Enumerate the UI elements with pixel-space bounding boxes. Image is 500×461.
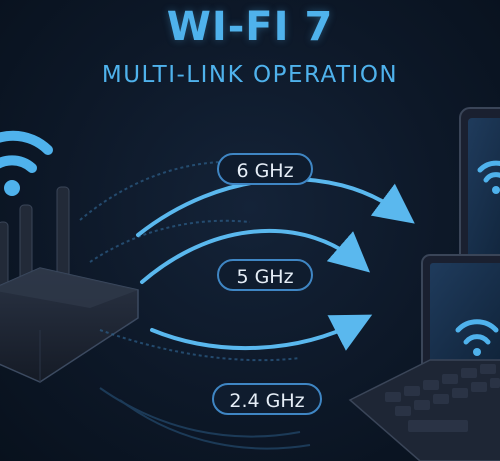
band-label-6ghz: 6 GHz (217, 153, 313, 185)
band-label-5ghz: 5 GHz (217, 259, 313, 291)
laptop-icon (348, 254, 500, 461)
page-title: WI-FI 7 (166, 4, 334, 50)
wifi-icon (0, 130, 53, 196)
tablet-icon (459, 107, 500, 269)
page-subtitle: MULTI-LINK OPERATION (101, 62, 399, 88)
router-icon (0, 186, 139, 383)
band-label-2-4ghz: 2.4 GHz (212, 383, 322, 415)
